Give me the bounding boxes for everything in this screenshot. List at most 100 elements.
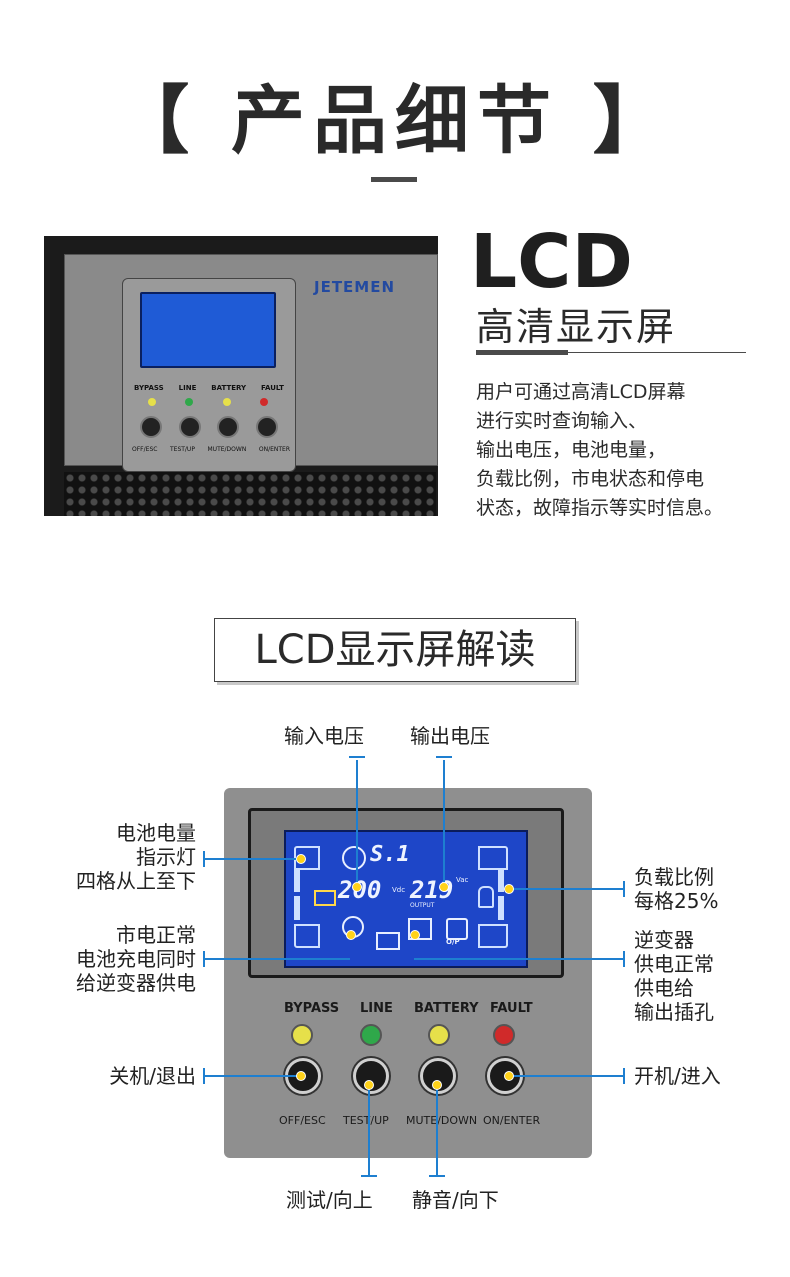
callout-inverter-line: 输出插孔: [634, 1000, 714, 1024]
marker-on: [504, 1071, 514, 1081]
callout-battery-line: 四格从上至下: [76, 869, 196, 893]
brand-logo: JETEMEN: [314, 278, 396, 296]
output-port-label: O/P: [446, 938, 460, 946]
callout-line-off: [204, 1075, 300, 1077]
section-title-box: [214, 618, 576, 682]
marker-battery: [296, 854, 306, 864]
mini-button-off: [140, 416, 162, 438]
callout-inverter-line: 供电正常: [634, 952, 714, 976]
mini-lcd-screen: [140, 292, 276, 368]
callout-line-on: [508, 1075, 624, 1077]
callout-cap-mute: [429, 1175, 445, 1177]
charger-icon: [376, 932, 400, 950]
callout-cap-mains: [203, 951, 205, 967]
callout-line-input: [356, 760, 358, 886]
callout-inverter-line: 逆变器: [634, 928, 694, 952]
mini-label-fault: FAULT: [261, 384, 284, 392]
lcd-subheading: 高清显示屏: [476, 305, 677, 349]
load-bar-3: [498, 896, 504, 920]
mini-led-battery: [222, 398, 231, 406]
mini-button-test: [178, 416, 201, 438]
output-tag: OUTPUT: [410, 902, 435, 909]
inverter-icon: [408, 918, 432, 940]
marker-output: [439, 882, 449, 892]
battery-bar-4: [294, 924, 320, 948]
mini-button-on: [255, 416, 278, 438]
callout-cap-test: [361, 1175, 377, 1177]
mini-led-line: [185, 398, 194, 406]
battery-bar-2: [294, 868, 300, 892]
mini-button-labels: OFF/ESC TEST/UP MUTE/DOWN ON/ENTER: [132, 446, 290, 453]
desc-line: 进行实时查询输入、: [476, 410, 648, 432]
callout-line-mute: [436, 1084, 438, 1176]
load-bar-1: [478, 846, 508, 870]
callout-cap-off: [203, 1068, 205, 1084]
sub-off-esc: OFF/ESC: [279, 1114, 326, 1127]
load-bar-2: [498, 868, 504, 892]
sub-mute-down: MUTE/DOWN: [406, 1114, 478, 1127]
mini-label-bypass: BYPASS: [134, 384, 164, 392]
callout-load-line: 负载比例: [634, 865, 714, 889]
marker-off: [296, 1071, 306, 1081]
led-battery: [428, 1024, 450, 1046]
load-bar-4: [478, 924, 508, 948]
mini-led-fault: [259, 398, 268, 406]
callout-mains-line: 电池充电同时: [76, 947, 196, 971]
desc-line: 负载比例，市电状态和停电: [476, 468, 705, 490]
callout-cap-output: [436, 756, 452, 758]
input-unit: Vdc: [392, 886, 406, 894]
callout-on: 开机/进入: [634, 1064, 721, 1088]
callout-battery-line: 电池电量: [116, 821, 196, 845]
desc-line: 用户可通过高清LCD屏幕: [476, 381, 686, 403]
mini-label-line: LINE: [178, 384, 197, 392]
marker-mains: [346, 930, 356, 940]
callout-line-load: [508, 888, 624, 890]
divider-thick: [476, 350, 568, 355]
label-battery: BATTERY: [414, 1001, 479, 1016]
mini-button-mute: [217, 416, 240, 438]
callout-output-voltage: 输出电压: [410, 724, 490, 748]
fan-icon: [342, 846, 366, 870]
marker-mute: [432, 1080, 442, 1090]
title-underline: [371, 177, 417, 182]
section-title: LCD显示屏解读: [254, 627, 536, 673]
callout-mains-line: 给逆变器供电: [76, 971, 196, 995]
mini-leds: [148, 398, 268, 406]
callout-cap-battery: [203, 851, 205, 867]
status-code: S.1: [370, 842, 410, 867]
callout-battery: 电池电量 指示灯 四格从上至下: [58, 821, 196, 893]
marker-inverter: [410, 930, 420, 940]
callout-test: 测试/向上: [286, 1188, 373, 1212]
callout-mute: 静音/向下: [412, 1188, 499, 1212]
callout-cap-inverter: [623, 951, 625, 967]
lcd-heading: LCD: [470, 219, 633, 305]
mini-sub-on: ON/ENTER: [258, 446, 290, 453]
mini-buttons: [140, 416, 278, 438]
ups-front-photo: JETEMEN BYPASS LINE BATTERY FAULT OFF/ES…: [44, 236, 438, 516]
divider-thin: [568, 352, 746, 353]
callout-load-line: 每格25%: [634, 889, 719, 913]
vent-grill: [64, 472, 436, 516]
led-fault: [493, 1024, 515, 1046]
marker-test: [364, 1080, 374, 1090]
battery-bar-3: [294, 896, 300, 920]
callout-inverter: 逆变器 供电正常 供电给 输出插孔: [634, 928, 714, 1024]
desc-line: 输出电压，电池电量，: [476, 439, 667, 461]
mini-label-battery: BATTERY: [211, 384, 247, 392]
sub-on-enter: ON/ENTER: [483, 1114, 541, 1127]
callout-cap-on: [623, 1068, 625, 1084]
label-line: LINE: [360, 1001, 393, 1016]
mini-sub-mute: MUTE/DOWN: [207, 446, 247, 453]
mute-down-button[interactable]: [420, 1058, 456, 1094]
led-line: [360, 1024, 382, 1046]
mini-sub-test: TEST/UP: [169, 446, 195, 453]
page-title: 【 产品细节 】: [115, 78, 675, 164]
marker-load: [504, 884, 514, 894]
callout-inverter-line: 供电给: [634, 976, 694, 1000]
callout-line-inverter: [414, 958, 624, 960]
callout-load: 负载比例 每格25%: [634, 865, 718, 913]
mini-indicator-labels: BYPASS LINE BATTERY FAULT: [134, 384, 284, 392]
callout-input-voltage: 输入电压: [284, 724, 364, 748]
callout-line-test: [368, 1084, 370, 1176]
outlet-icon: [446, 918, 468, 940]
